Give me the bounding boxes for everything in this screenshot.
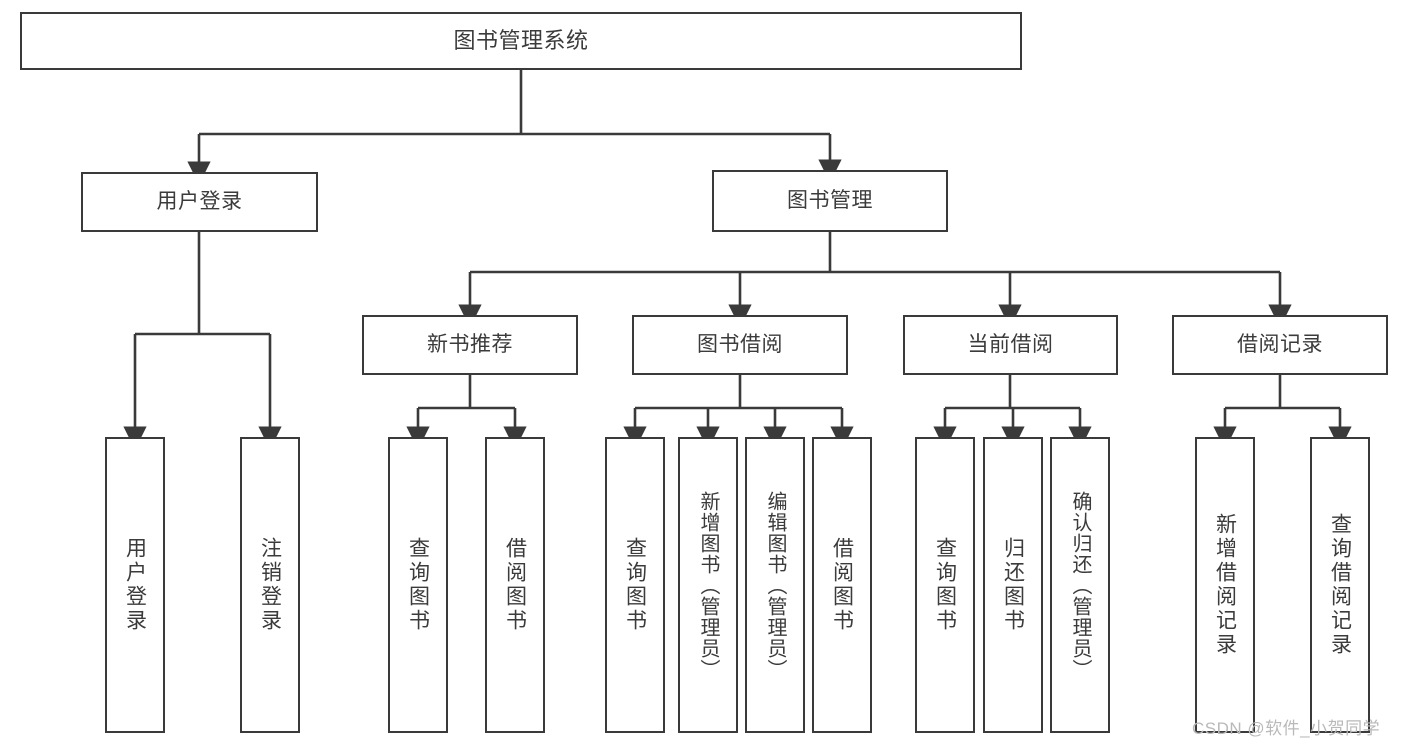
node-label: 当前借阅	[967, 332, 1054, 356]
node-label: 借阅图书	[503, 537, 527, 633]
node-borrowing-records[interactable]: 借阅记录	[1172, 315, 1388, 375]
node-label: 用户登录	[123, 537, 147, 633]
node-label: 新增图书（管理员）	[697, 490, 719, 680]
node-label: 图书管理系统	[453, 28, 589, 54]
node-leaf-confirm-return-admin[interactable]: 确认归还（管理员）	[1050, 437, 1110, 733]
node-leaf-user-login[interactable]: 用户登录	[105, 437, 165, 733]
node-user-login[interactable]: 用户登录	[81, 172, 318, 232]
watermark-text: CSDN @软件_小贺同学	[1192, 719, 1381, 738]
node-book-management[interactable]: 图书管理	[712, 170, 948, 232]
node-label: 查询图书	[933, 537, 957, 633]
node-label: 查询借阅记录	[1328, 513, 1352, 657]
node-leaf-query-borrow-record[interactable]: 查询借阅记录	[1310, 437, 1370, 733]
node-leaf-edit-book-admin[interactable]: 编辑图书（管理员）	[745, 437, 805, 733]
node-current-borrowing[interactable]: 当前借阅	[903, 315, 1118, 375]
node-label: 确认归还（管理员）	[1069, 490, 1091, 680]
node-label: 归还图书	[1001, 537, 1025, 633]
node-leaf-add-book-admin[interactable]: 新增图书（管理员）	[678, 437, 738, 733]
node-label: 查询图书	[623, 537, 647, 633]
node-label: 借阅图书	[830, 537, 854, 633]
node-label: 查询图书	[406, 537, 430, 633]
node-leaf-add-borrow-record[interactable]: 新增借阅记录	[1195, 437, 1255, 733]
node-label: 图书借阅	[697, 332, 783, 356]
node-label: 借阅记录	[1237, 332, 1323, 356]
node-label: 新书推荐	[427, 332, 513, 356]
node-label: 注销登录	[258, 537, 282, 633]
node-book-borrowing[interactable]: 图书借阅	[632, 315, 848, 375]
node-leaf-logout[interactable]: 注销登录	[240, 437, 300, 733]
node-label: 图书管理	[787, 188, 873, 212]
node-new-book-recommendation[interactable]: 新书推荐	[362, 315, 578, 375]
node-label: 编辑图书（管理员）	[764, 490, 786, 680]
node-leaf-borrow-book-rec[interactable]: 借阅图书	[485, 437, 545, 733]
node-leaf-return-book[interactable]: 归还图书	[983, 437, 1043, 733]
node-label: 用户登录	[156, 189, 243, 213]
node-root-book-management-system[interactable]: 图书管理系统	[20, 12, 1022, 70]
node-label: 新增借阅记录	[1213, 513, 1237, 657]
node-leaf-query-book-borrow[interactable]: 查询图书	[605, 437, 665, 733]
node-leaf-borrow-book[interactable]: 借阅图书	[812, 437, 872, 733]
node-leaf-query-book-rec[interactable]: 查询图书	[388, 437, 448, 733]
node-leaf-query-book-current[interactable]: 查询图书	[915, 437, 975, 733]
